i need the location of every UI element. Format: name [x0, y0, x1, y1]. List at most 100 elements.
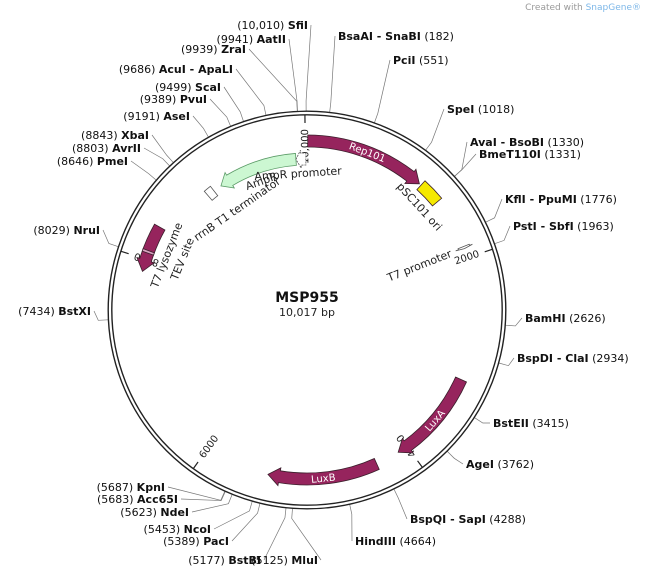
enzyme-name: BstEII [493, 417, 529, 430]
enzyme-position: (8029) [33, 224, 73, 237]
enzyme-leader-line [192, 115, 209, 138]
enzyme-name: SfiI [288, 19, 308, 32]
enzyme-position: (9499) [155, 81, 195, 94]
enzyme-position: (1963) [574, 220, 614, 233]
enzyme-name: KflI - PpuMI [505, 193, 577, 206]
enzyme-position: (5177) [188, 554, 228, 567]
feature-label-ampr-promoter: AmpR promoter [254, 164, 343, 183]
enzyme-name: NcoI [184, 523, 211, 536]
enzyme-position: (10,010) [237, 19, 288, 32]
enzyme-label-scai: (9499) ScaI [155, 81, 221, 94]
enzyme-position: (9941) [217, 33, 257, 46]
enzyme-name: NruI [73, 224, 100, 237]
enzyme-label-bmet110i: BmeT110I (1331) [479, 148, 581, 161]
enzyme-position: (5453) [144, 523, 184, 536]
enzyme-label-agei: AgeI (3762) [466, 458, 534, 471]
enzyme-position: (7434) [18, 305, 58, 318]
enzyme-name: AvrII [112, 142, 141, 155]
enzyme-name: BstXI [58, 305, 91, 318]
tick-label: 10,000 [300, 129, 311, 164]
enzyme-label-avrii: (8803) AvrII [72, 142, 141, 155]
tick-mark [192, 461, 199, 469]
enzyme-label-bsaai-snabi: BsaAI - SnaBI (182) [338, 30, 454, 43]
enzyme-name: BsaAI - SnaBI [338, 30, 421, 43]
enzyme-label-bstxi: (7434) BstXI [18, 305, 91, 318]
tick-mark [417, 460, 423, 468]
enzyme-name: BspDI - ClaI [517, 352, 589, 365]
enzyme-leader-line [213, 501, 253, 530]
enzyme-label-asei: (9191) AseI [123, 110, 190, 123]
enzyme-leader-line [235, 68, 267, 116]
enzyme-position: (8646) [57, 155, 97, 168]
enzyme-label-acui-apali: (9686) AcuI - ApaLI [119, 63, 233, 76]
enzyme-label-bamhi: BamHI (2626) [525, 312, 606, 325]
feature-t7-promoter [455, 243, 473, 252]
enzyme-label-pcii: PciI (551) [393, 54, 449, 67]
feature-label-rep101: Rep101 [347, 141, 387, 165]
snapgene-watermark: Created with SnapGene® [525, 3, 641, 13]
enzyme-name: PstI - SbfI [513, 220, 574, 233]
enzyme-label-kfli-ppumi: KflI - PpuMI (1776) [505, 193, 617, 206]
enzyme-position: (4664) [396, 535, 436, 548]
enzyme-position: (5125) [251, 554, 291, 567]
watermark-prefix: Created with [525, 3, 583, 13]
enzyme-name: Acc65I [137, 493, 178, 506]
enzyme-position: (3762) [494, 458, 534, 471]
enzyme-leader-line [474, 417, 491, 424]
enzyme-name: ScaI [195, 81, 221, 94]
enzyme-leader-line [494, 225, 511, 245]
enzyme-leader-line [93, 310, 109, 321]
enzyme-label-sfii: (10,010) SfiI [237, 19, 308, 32]
enzyme-name: BamHI [525, 312, 566, 325]
enzyme-position: (2626) [566, 312, 606, 325]
enzyme-leader-line [263, 507, 287, 561]
enzyme-label-avai-bsobi: AvaI - BsoBI (1330) [470, 136, 584, 149]
feature-luxa [397, 376, 468, 454]
feature-rep101 [307, 134, 420, 185]
enzyme-name: AgeI [466, 458, 494, 471]
enzyme-label-pmei: (8646) PmeI [57, 155, 128, 168]
enzyme-label-ndei: (5623) NdeI [120, 506, 189, 519]
enzyme-name: MluI [291, 554, 318, 567]
enzyme-label-ncoi: (5453) NcoI [144, 523, 211, 536]
enzyme-label-psti-sbfi: PstI - SbfI (1963) [513, 220, 614, 233]
enzyme-label-kpni: (5687) KpnI [97, 481, 165, 494]
enzyme-leader-line [248, 48, 298, 112]
enzyme-label-zrai: (9939) ZraI [181, 43, 246, 56]
enzyme-label-mlui: (5125) MluI [251, 554, 318, 567]
enzyme-label-aatii: (9941) AatII [217, 33, 286, 46]
enzyme-leader-line [505, 317, 523, 327]
enzyme-labels: (10,010) SfiI(9941) AatII(9939) ZraI (968… [18, 19, 629, 567]
enzyme-leader-line [291, 508, 322, 561]
feature-rrnb-t1-terminator [203, 185, 219, 201]
enzyme-leader-line [180, 491, 226, 501]
watermark-brand: SnapGene [585, 3, 632, 13]
enzyme-label-acc65i: (5683) Acc65I [97, 493, 178, 506]
tick-label: 2000 [453, 249, 481, 267]
enzyme-leader-line [446, 450, 464, 465]
enzyme-name: HindIII [355, 535, 396, 548]
enzyme-leader-line [454, 153, 477, 177]
enzyme-leader-line [130, 160, 157, 181]
enzyme-position: (5687) [97, 481, 137, 494]
enzyme-name: PciI [393, 54, 415, 67]
enzyme-position: (3415) [529, 417, 569, 430]
enzyme-position: (5623) [120, 506, 160, 519]
backbone-outer-ring [107, 110, 507, 510]
enzyme-position: (9939) [181, 43, 221, 56]
enzyme-leader-line [485, 198, 503, 223]
enzyme-position: (4288) [486, 513, 526, 526]
enzyme-leader-line [374, 59, 391, 123]
enzyme-position: (5389) [163, 535, 203, 548]
feature-psc101-ori [416, 180, 443, 207]
enzyme-label-bspdi-clai: BspDI - ClaI (2934) [517, 352, 629, 365]
enzyme-name: AseI [163, 110, 190, 123]
feature-luxb [267, 457, 380, 487]
enzyme-leader-lines [93, 24, 523, 561]
enzyme-position: (9389) [140, 93, 180, 106]
enzyme-leader-line [393, 488, 408, 520]
enzyme-name: BstBI [228, 554, 261, 567]
tick-mark [484, 248, 493, 253]
enzyme-leader-line [151, 134, 174, 163]
enzyme-name: XbaI [121, 129, 149, 142]
